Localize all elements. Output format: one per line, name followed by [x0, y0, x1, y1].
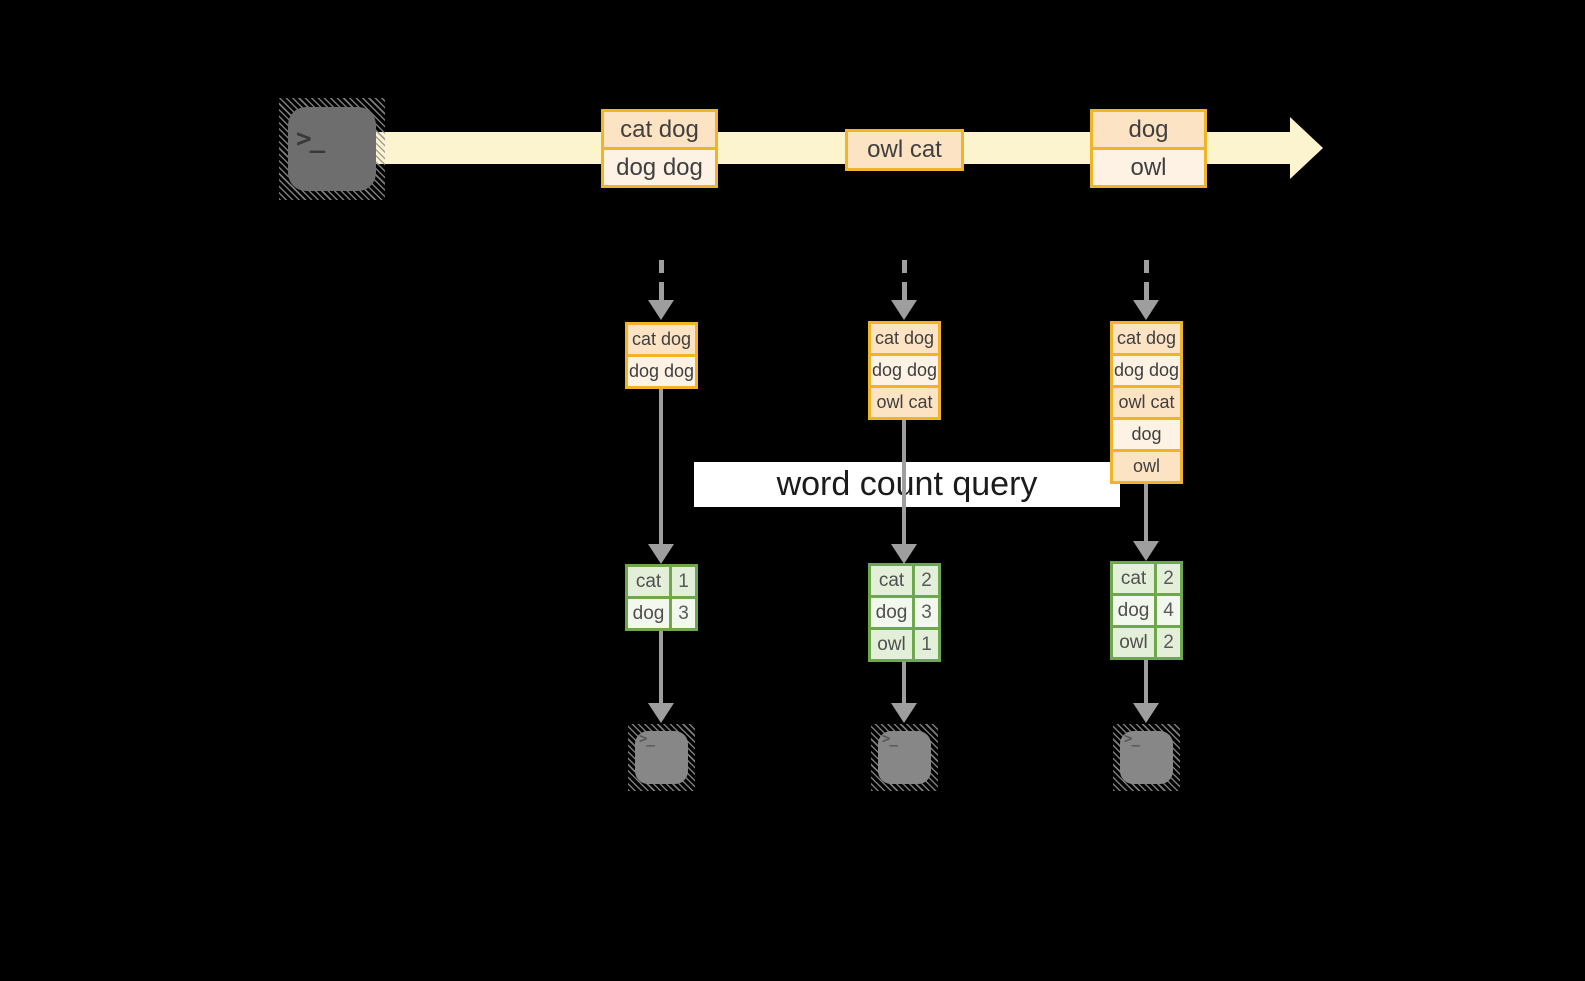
stream-event-box-1: cat dog dog dog — [601, 109, 718, 188]
result-table-3: cat 2 dog 4 owl 2 — [1110, 561, 1183, 660]
event-cell: dog — [1093, 112, 1204, 147]
count-cell: 2 — [921, 569, 932, 591]
batch-cell: cat dog — [871, 324, 938, 353]
dashed-arrow-icon — [1133, 260, 1159, 320]
batch-cell: dog dog — [871, 353, 938, 385]
count-cell: 1 — [921, 633, 932, 655]
sink-arrow-icon — [1133, 660, 1159, 723]
word-cell: owl — [871, 630, 915, 659]
word-cell: cat — [871, 566, 915, 595]
result-row: dog 3 — [871, 595, 938, 627]
count-cell: 3 — [921, 601, 932, 623]
query-label: word count query — [694, 462, 1120, 507]
event-cell: cat dog — [604, 112, 715, 147]
stream-arrowhead-icon — [1290, 117, 1323, 179]
terminal-body — [1120, 731, 1173, 784]
prompt-glyph: >_ — [639, 731, 655, 747]
word-cell: dog — [628, 599, 672, 628]
result-row: owl 2 — [1113, 625, 1180, 657]
word-cell: dog — [1113, 596, 1157, 625]
prompt-glyph: >_ — [882, 731, 898, 747]
batch-cell: dog — [1113, 417, 1180, 449]
sink-terminal-icon: >_ — [871, 724, 938, 791]
batch-cell: owl cat — [871, 385, 938, 417]
sink-terminal-icon: >_ — [1113, 724, 1180, 791]
count-cell: 3 — [678, 602, 689, 624]
terminal-body — [878, 731, 931, 784]
count-cell: 2 — [1163, 567, 1174, 589]
query-arrow-icon — [891, 420, 917, 564]
micro-batch-box-3: cat dog dog dog owl cat dog owl — [1110, 321, 1183, 484]
result-table-1: cat 1 dog 3 — [625, 564, 698, 631]
word-cell: cat — [628, 567, 672, 596]
word-cell: dog — [871, 598, 915, 627]
event-cell: owl — [1093, 147, 1204, 185]
dashed-arrow-icon — [648, 260, 674, 320]
batch-cell: owl cat — [1113, 385, 1180, 417]
batch-cell: dog dog — [628, 354, 695, 386]
result-row: dog 4 — [1113, 593, 1180, 625]
result-row: cat 1 — [628, 567, 695, 596]
dashed-arrow-icon — [891, 260, 917, 320]
micro-batch-box-2: cat dog dog dog owl cat — [868, 321, 941, 420]
query-arrow-icon — [1133, 483, 1159, 561]
source-terminal-icon: >_ — [279, 98, 385, 200]
event-cell: dog dog — [604, 147, 715, 185]
stream-event-box-2: owl cat — [845, 129, 964, 171]
result-row: owl 1 — [871, 627, 938, 659]
batch-cell: dog dog — [1113, 353, 1180, 385]
terminal-body — [288, 107, 376, 191]
prompt-glyph: >_ — [1124, 731, 1140, 747]
sink-terminal-icon: >_ — [628, 724, 695, 791]
stream-event-box-3: dog owl — [1090, 109, 1207, 188]
micro-batch-box-1: cat dog dog dog — [625, 322, 698, 389]
word-cell: owl — [1113, 628, 1157, 657]
result-row: dog 3 — [628, 596, 695, 628]
sink-arrow-icon — [891, 660, 917, 723]
batch-cell: owl — [1113, 449, 1180, 481]
word-cell: cat — [1113, 564, 1157, 593]
count-cell: 1 — [678, 570, 689, 592]
event-cell: owl cat — [848, 132, 961, 168]
result-row: cat 2 — [1113, 564, 1180, 593]
query-arrow-icon — [648, 389, 674, 564]
batch-cell: cat dog — [1113, 324, 1180, 353]
result-row: cat 2 — [871, 566, 938, 595]
count-cell: 2 — [1163, 631, 1174, 653]
sink-arrow-icon — [648, 631, 674, 723]
prompt-glyph: >_ — [296, 124, 325, 154]
batch-cell: cat dog — [628, 325, 695, 354]
result-table-2: cat 2 dog 3 owl 1 — [868, 563, 941, 662]
count-cell: 4 — [1163, 599, 1174, 621]
terminal-body — [635, 731, 688, 784]
